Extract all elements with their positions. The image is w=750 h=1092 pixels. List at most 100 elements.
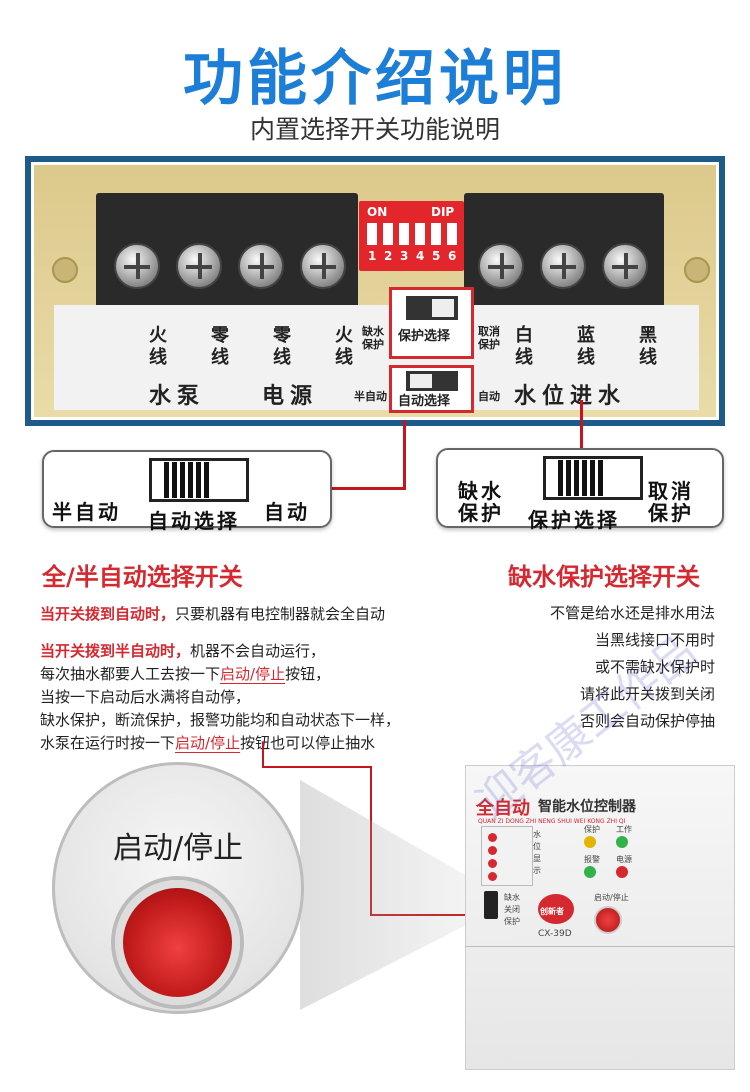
dip-toggle xyxy=(415,223,425,245)
device-pinyin: QUAN ZI DONG ZHI NENG SHUI WEI KONG ZHI … xyxy=(478,818,626,825)
dip-number: 1 xyxy=(368,249,377,263)
terminal-block-right xyxy=(464,193,664,311)
connector-line xyxy=(370,766,372,916)
board-photo-frame: ON DIP 1 2 3 4 5 6 火线 零线 零线 火线 xyxy=(25,156,725,426)
device-model: CX-39D xyxy=(538,929,572,939)
text-line: 不管是给水还是排水用法 xyxy=(549,604,715,622)
wire-label-live-power: 火线 xyxy=(335,325,353,368)
callout-auto-select: 自动选择 xyxy=(148,509,240,533)
text-line: 缺水保护，断流保护，报警功能均和自动状态下一样， xyxy=(40,711,401,729)
led-protect xyxy=(584,836,596,848)
screw-icon xyxy=(478,243,524,289)
text-line: 否则会自动保护停抽 xyxy=(579,712,715,730)
group-label-power: 电源 xyxy=(262,384,319,409)
wire-label-live-pump: 火线 xyxy=(149,325,167,368)
cancel-protect-label: 取消保护 xyxy=(478,325,500,351)
page-title: 功能介绍说明 xyxy=(183,44,567,114)
callout-protect-switch: 缺水保护 保护选择 取消保护 xyxy=(436,448,724,532)
dip-number: 6 xyxy=(448,249,457,263)
group-label-pump: 水泵 xyxy=(149,384,206,409)
dip-toggle xyxy=(399,223,409,245)
level-led xyxy=(488,846,497,855)
rocker-switch xyxy=(484,891,498,919)
level-indicator-panel xyxy=(481,826,533,886)
text-line: 当开关拨到自动时，只要机器有电控制器就会全自动 xyxy=(40,605,386,623)
side-label: 水 xyxy=(533,830,541,839)
page-subtitle: 内置选择开关功能说明 xyxy=(249,115,500,144)
lack-water-protect-label: 缺水保护 xyxy=(362,325,384,351)
device-logo xyxy=(538,894,574,924)
wire-label-white: 白线 xyxy=(515,325,533,368)
dip-number: 2 xyxy=(384,249,393,263)
mount-hole-right xyxy=(684,257,710,283)
dip-switch: ON DIP 1 2 3 4 5 6 xyxy=(359,201,464,271)
text-line: 每次抽水都要人工去按一下启动/停止按钮， xyxy=(40,665,331,684)
protect-select-label: 保护选择 xyxy=(398,329,451,344)
led-work xyxy=(616,836,628,848)
wire-label-neutral-power: 零线 xyxy=(273,325,291,368)
connector-line xyxy=(403,420,406,490)
protect-description: 不管是给水还是排水用法 当黑线接口不用时 或不需缺水保护时 请将此开关拨到关闭 … xyxy=(480,600,715,735)
start-stop-button-zoom xyxy=(115,880,240,1005)
led-label-power: 电源 xyxy=(616,855,632,864)
callout-lack-water: 缺水保护 xyxy=(458,479,504,525)
side-label: 显 xyxy=(533,854,541,863)
zoom-circle: 启动/停止 xyxy=(52,762,304,1014)
dip-toggle xyxy=(383,223,393,245)
level-led xyxy=(488,859,497,868)
dip-on-label: ON xyxy=(367,205,388,219)
text-line: 请将此开关拨到关闭 xyxy=(579,685,715,703)
zoom-start-stop-label: 启动/停止 xyxy=(113,831,244,866)
led-label-work: 工作 xyxy=(616,825,632,834)
connector-line xyxy=(262,766,372,768)
heading-protect-switch: 缺水保护选择开关 xyxy=(508,563,700,591)
text-line: 当按一下启动后水满将自动停， xyxy=(40,688,251,706)
device-product-name: 智能水位控制器 xyxy=(538,799,636,815)
circuit-board: ON DIP 1 2 3 4 5 6 火线 零线 零线 火线 xyxy=(31,162,719,420)
auto-description: 当开关拨到自动时，只要机器有电控制器就会全自动 当开关拨到半自动时，机器不会自动… xyxy=(40,603,460,755)
level-led xyxy=(488,833,497,842)
auto-select-highlight: 自动选择 xyxy=(389,365,474,413)
device-start-stop-label: 启动/停止 xyxy=(594,893,629,902)
side-label: 位 xyxy=(533,842,541,851)
auto-slide-switch xyxy=(406,371,458,391)
callout-auto: 自动 xyxy=(264,500,310,524)
zoom-beam xyxy=(300,780,480,1010)
led-power xyxy=(616,866,628,878)
protect-slide-switch xyxy=(406,296,458,320)
water-level-controller-device: 全自动 智能水位控制器 QUAN ZI DONG ZHI NENG SHUI W… xyxy=(465,765,735,1070)
device-logo-text: 创新者 xyxy=(540,907,564,916)
callout-semi-auto: 半自动 xyxy=(52,500,121,524)
device-brand: 全自动 xyxy=(476,798,530,819)
led-label-alarm: 报警 xyxy=(584,855,600,864)
connector-line xyxy=(330,487,406,490)
text-line: 当开关拨到半自动时，机器不会自动运行， xyxy=(40,642,326,660)
protect-select-highlight: 保护选择 xyxy=(389,287,474,359)
dip-number: 5 xyxy=(432,249,441,263)
text-line: 当黑线接口不用时 xyxy=(594,631,715,649)
wire-label-blue: 蓝线 xyxy=(577,325,595,368)
auto-select-label: 自动选择 xyxy=(398,394,451,409)
screw-icon xyxy=(300,243,346,289)
device-start-stop-button xyxy=(594,906,622,934)
callout-auto-switch: 半自动 自动选择 自动 xyxy=(42,450,332,533)
wire-label-neutral-pump: 零线 xyxy=(211,325,229,368)
screw-icon xyxy=(602,243,648,289)
level-led xyxy=(488,872,497,881)
dip-toggle xyxy=(431,223,441,245)
side-label: 示 xyxy=(533,866,541,875)
device-cover-seam xyxy=(466,946,734,947)
switch-label: 缺水 xyxy=(504,893,520,902)
screw-icon xyxy=(114,243,160,289)
led-alarm xyxy=(584,866,596,878)
text-line: 水泵在运行时按一下启动/停止按钮也可以停止抽水 xyxy=(40,734,376,753)
switch-label: 保护 xyxy=(504,917,520,926)
screw-icon xyxy=(176,243,222,289)
dip-toggle xyxy=(447,223,457,245)
dip-number: 4 xyxy=(416,249,425,263)
text-line: 或不需缺水保护时 xyxy=(594,658,715,676)
dip-toggle xyxy=(367,223,377,245)
semi-auto-label: 半自动 xyxy=(354,390,387,403)
dip-number: 3 xyxy=(400,249,409,263)
switch-graphic xyxy=(543,456,643,500)
